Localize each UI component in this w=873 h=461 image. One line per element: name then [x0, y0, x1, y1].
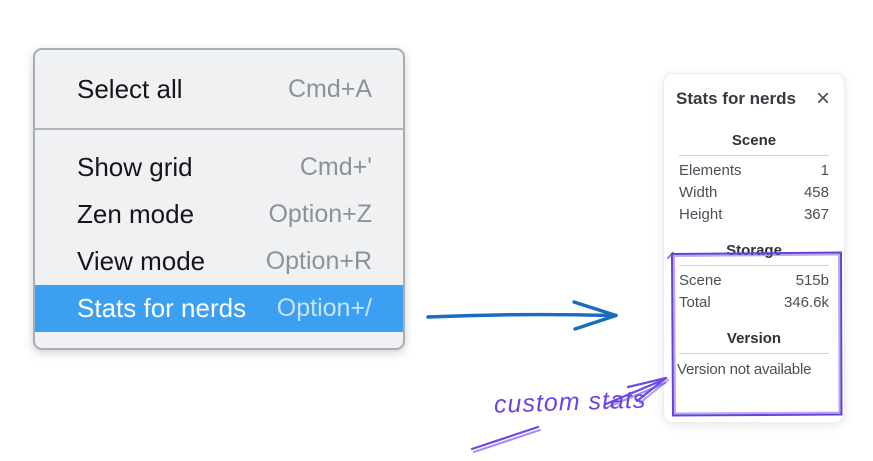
annotation-label: custom stats — [493, 385, 647, 419]
version-note: Version not available — [677, 361, 812, 378]
menu-item-label: Show grid — [77, 152, 193, 182]
stat-value: 458 — [803, 184, 829, 201]
stat-label: Height — [679, 206, 723, 223]
menu-item-zen-mode[interactable]: Zen mode Option+Z — [35, 191, 403, 238]
stat-label: Width — [679, 184, 718, 201]
pointer-arrow — [426, 300, 618, 331]
menu-item-select-all[interactable]: Select all Cmd+A — [35, 65, 403, 113]
scene-section-heading: Scene — [731, 132, 777, 149]
menu-item-shortcut: Option+Z — [268, 200, 372, 228]
stat-value: 367 — [803, 206, 829, 223]
stats-panel: Stats for nerds × Scene Elements 1 Width… — [663, 73, 845, 423]
menu-item-show-grid[interactable]: Show grid Cmd+' — [35, 144, 403, 191]
context-menu: Select all Cmd+A Show grid Cmd+' Zen mod… — [33, 48, 405, 350]
stat-value: 515b — [795, 272, 829, 289]
menu-item-stats-for-nerds[interactable]: Stats for nerds Option+/ — [35, 285, 403, 332]
menu-item-shortcut: Option+R — [265, 247, 372, 275]
stat-row-height: Height 367 — [676, 203, 832, 225]
storage-section-heading: Storage — [726, 242, 782, 259]
menu-item-label: Stats for nerds — [77, 293, 247, 323]
close-icon[interactable]: × — [815, 85, 830, 112]
stat-label: Scene — [679, 272, 722, 289]
menu-item-label: View mode — [77, 246, 206, 276]
stat-row-width: Width 458 — [676, 181, 832, 203]
stat-value: 1 — [820, 162, 829, 179]
menu-item-shortcut: Cmd+' — [299, 153, 372, 181]
stat-row-total-size: Total 346.6k — [676, 291, 832, 313]
stats-panel-header: Stats for nerds × — [676, 85, 832, 112]
stat-value: 346.6k — [783, 294, 829, 311]
menu-item-shortcut: Option+/ — [276, 294, 372, 322]
stat-label: Total — [679, 294, 711, 311]
menu-section-bottom: Show grid Cmd+' Zen mode Option+Z View m… — [35, 130, 403, 348]
version-section-heading: Version — [726, 330, 782, 347]
stats-panel-title: Stats for nerds — [676, 89, 796, 108]
menu-section-top: Select all Cmd+A — [35, 50, 403, 128]
section-divider — [679, 155, 829, 156]
menu-item-view-mode[interactable]: View mode Option+R — [35, 238, 403, 285]
stat-row-elements: Elements 1 — [676, 159, 832, 181]
section-divider — [679, 265, 829, 266]
menu-item-label: Zen mode — [77, 199, 195, 229]
stat-label: Elements — [679, 162, 742, 179]
stat-row-scene-size: Scene 515b — [676, 269, 832, 291]
menu-divider — [35, 128, 403, 130]
section-divider — [679, 353, 829, 354]
menu-item-label: Select all — [77, 73, 183, 104]
menu-item-shortcut: Cmd+A — [287, 74, 372, 103]
